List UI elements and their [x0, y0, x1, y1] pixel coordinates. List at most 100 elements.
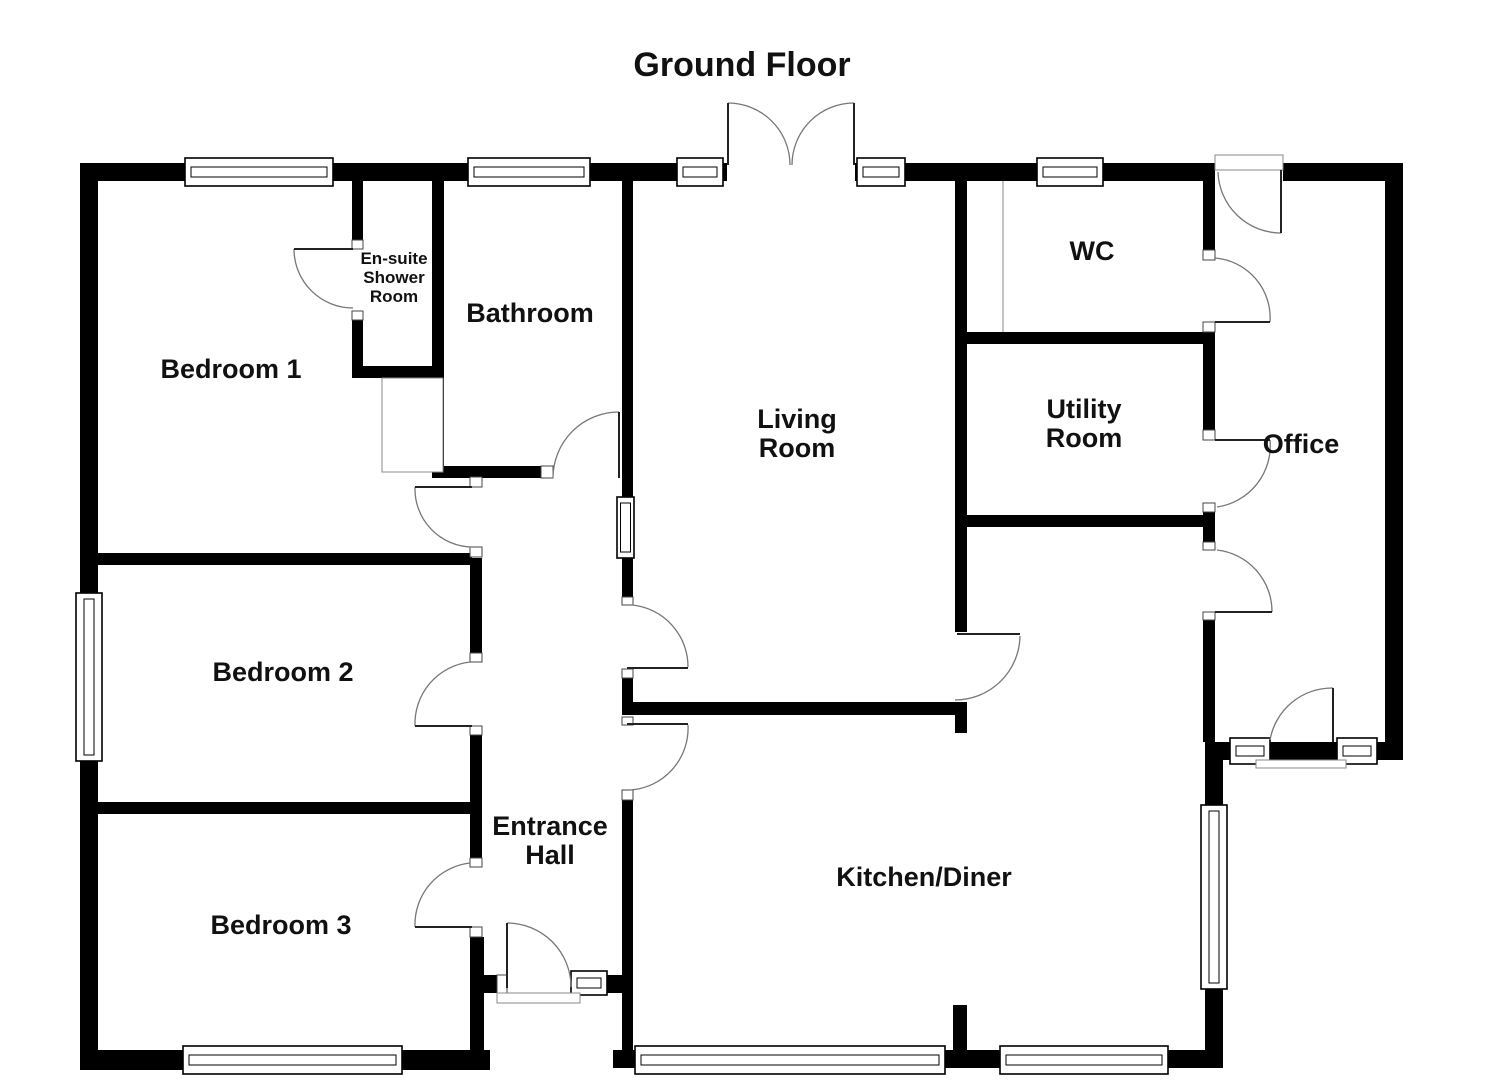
- wall-kitchen-stub: [953, 1005, 967, 1050]
- wall-outer-right: [1385, 163, 1403, 760]
- door-side-entrance-swing: [1217, 171, 1282, 234]
- door-jamb-10: [621, 668, 634, 679]
- wall-living-west-lower: [622, 678, 633, 704]
- wall-outer-top-west: [80, 163, 727, 181]
- window-living-top-left-glazing: [682, 166, 718, 178]
- door-jamb-3: [469, 476, 483, 488]
- window-bedroom1-top-glazing: [190, 166, 328, 178]
- window-internal-living: [616, 496, 635, 559]
- wall-hall-west-3: [470, 814, 482, 858]
- wall-office-west-3: [1203, 512, 1215, 542]
- wall-hall-west-1: [470, 558, 482, 653]
- porch-step: [496, 992, 581, 1004]
- wall-living-east-corner: [955, 702, 967, 733]
- door-jamb-2: [540, 465, 554, 479]
- room-label-bedroom-3: Bedroom 3: [210, 910, 351, 940]
- office-door-sill: [1255, 759, 1347, 769]
- window-wc-top-glazing: [1042, 166, 1098, 178]
- window-bathroom-top: [467, 157, 591, 187]
- wall-ensuite-south: [352, 366, 444, 378]
- room-label-office: Office: [1263, 429, 1340, 459]
- wall-bed1-bed2: [98, 553, 472, 565]
- door-french-right-swing: [791, 102, 855, 166]
- door-jamb-8: [469, 926, 483, 938]
- window-kitchen-bottom-2-glazing: [1005, 1054, 1163, 1066]
- door-office-garden-swing: [1269, 687, 1334, 741]
- window-bathroom-top-glazing: [473, 166, 585, 178]
- door-bedroom3-swing: [414, 862, 471, 928]
- wall-outer-top-east-2: [1283, 163, 1403, 181]
- door-hall-living-swing: [631, 604, 689, 668]
- door-side-entrance-frame: [1214, 154, 1284, 171]
- wall-ensuite-west-upper: [352, 181, 363, 243]
- door-jamb-4: [469, 546, 483, 558]
- door-jamb-7: [469, 857, 483, 868]
- window-wc-top: [1036, 157, 1104, 187]
- window-kitchen-east: [1200, 804, 1228, 990]
- wall-ensuite-west-lower: [352, 320, 363, 378]
- wall-office-west-1: [1203, 181, 1215, 250]
- door-front-entrance-swing: [506, 922, 572, 988]
- window-office-bottom-right-glazing: [1342, 745, 1372, 757]
- door-jamb-15: [1202, 429, 1216, 441]
- wall-hall-east-south: [622, 800, 633, 1052]
- bedroom1-cupboard: [381, 377, 444, 473]
- door-bedroom2-swing: [414, 661, 471, 727]
- door-jamb-16: [1202, 502, 1216, 513]
- window-kitchen-east-glazing: [1208, 810, 1220, 984]
- wall-living-west-mid: [622, 558, 633, 597]
- window-bedroom2-left: [75, 592, 103, 762]
- window-hall-south-glazing: [576, 977, 602, 989]
- window-office-bottom-left-glazing: [1235, 745, 1265, 757]
- door-bedroom1-swing: [414, 486, 473, 548]
- wall-hall-west-2: [470, 735, 482, 802]
- wall-porch-west: [470, 937, 484, 1068]
- door-jamb-13: [1202, 249, 1216, 261]
- door-jamb-17: [1202, 541, 1216, 551]
- page-title: Ground Floor: [633, 46, 850, 84]
- door-jamb-1: [351, 310, 364, 321]
- wall-living-kitchen-divider: [622, 702, 967, 715]
- door-jamb-5: [469, 652, 483, 663]
- door-jamb-9: [621, 596, 634, 606]
- door-kitchen-office-swing: [1216, 549, 1273, 613]
- wall-bathroom-south: [432, 466, 553, 478]
- window-internal-living-glazing: [620, 502, 631, 553]
- window-hall-south: [570, 970, 608, 996]
- wall-living-east: [955, 181, 967, 632]
- wall-bed2-bed3: [98, 802, 482, 814]
- door-wc-swing: [1214, 257, 1271, 323]
- door-living-kitchen-swing: [954, 635, 1021, 701]
- wall-utility-south: [955, 515, 1213, 527]
- room-label-kitchen-diner: Kitchen/Diner: [836, 862, 1012, 892]
- wall-wc-south: [955, 332, 1213, 344]
- window-office-bottom-right: [1336, 737, 1378, 765]
- room-label-wc: WC: [1070, 236, 1115, 266]
- door-jamb-18: [1202, 611, 1216, 621]
- window-bedroom1-top: [184, 157, 334, 187]
- window-kitchen-bottom-1: [634, 1045, 946, 1075]
- room-label-bathroom: Bathroom: [466, 298, 594, 328]
- door-french-left-swing: [727, 102, 791, 166]
- window-bedroom3-bottom-glazing: [188, 1054, 397, 1066]
- door-ensuite-swing: [293, 248, 354, 309]
- wall-living-west-upper: [622, 181, 633, 497]
- room-label-bedroom-1: Bedroom 1: [160, 354, 301, 384]
- door-jamb-12: [621, 789, 634, 801]
- window-living-top-right: [856, 157, 906, 187]
- room-label-bedroom-2: Bedroom 2: [212, 657, 353, 687]
- wall-office-west-2: [1203, 332, 1215, 430]
- door-jamb-14: [1202, 321, 1216, 333]
- wall-office-west-4: [1203, 620, 1215, 742]
- window-kitchen-bottom-2: [999, 1045, 1169, 1075]
- wall-outer-top-east-1: [855, 163, 1215, 181]
- window-bedroom3-bottom: [182, 1045, 403, 1075]
- door-utility-office-swing: [1216, 439, 1271, 508]
- door-jamb-19: [496, 974, 508, 994]
